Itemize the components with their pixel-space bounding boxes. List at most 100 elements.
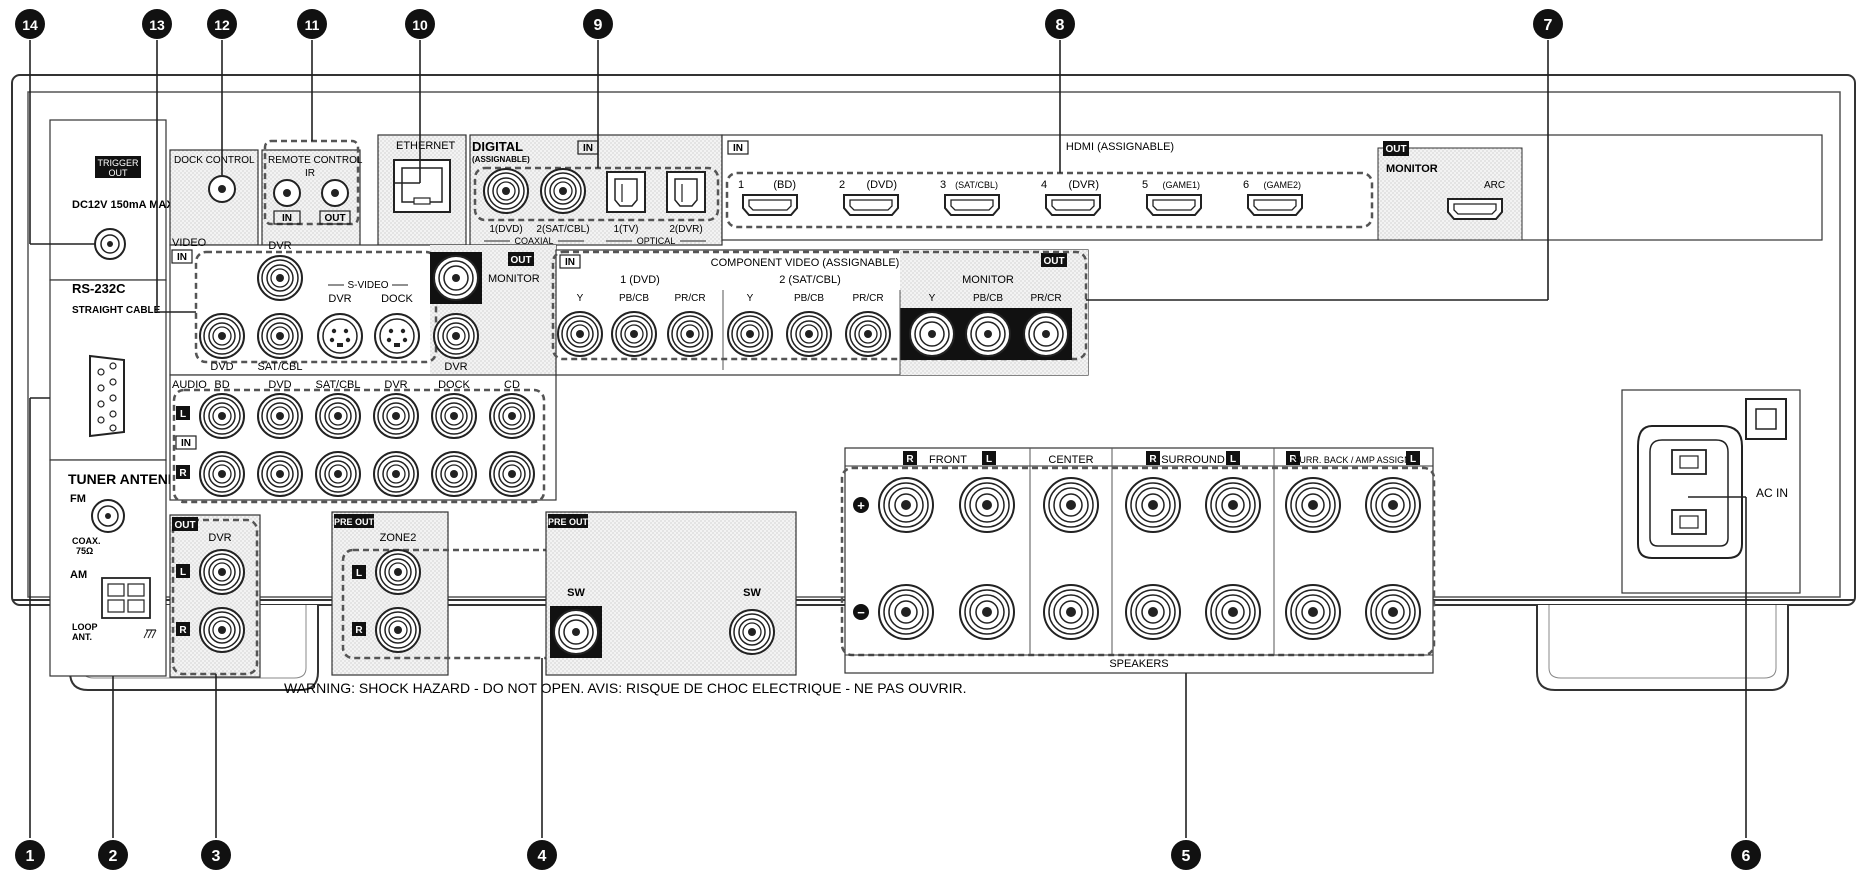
digital-jack-1-label: 1(DVD) [489,224,522,235]
hdmi-in-port-1[interactable] [742,194,798,216]
audio-bd-r-jack[interactable] [199,451,245,497]
speaker-front-r-minus-post[interactable] [878,584,934,640]
callout-1-number: 1 [26,848,35,865]
video-monitor-out-jack[interactable] [429,251,483,305]
ac-in-label: AC IN [1756,486,1788,500]
video-satcbl-label: SAT/CBL [257,361,302,373]
callout-6-disc [1731,840,1761,870]
digital-optical-2-jack[interactable] [666,171,706,213]
speaker-surround-r-minus-post[interactable] [1125,584,1181,640]
component-monitor-y-label: Y [929,293,936,304]
speaker-sback-r-minus-post[interactable] [1285,584,1341,640]
audio-satcbl-l-jack[interactable] [315,393,361,439]
component-1-y-jack[interactable] [557,311,603,357]
speaker-sback-r-plus-post[interactable] [1285,477,1341,533]
audio-out-tag: OUT [174,520,195,531]
hdmi-in-port-4[interactable] [1045,194,1101,216]
speaker-center-plus-post[interactable] [1043,477,1099,533]
component-2-pr-jack[interactable] [845,311,891,357]
tuner-antenna-panel: TUNER ANTENNA FM COAX. 75Ω AM LOOP ANT. [49,459,188,677]
audio-cd-l-jack[interactable] [489,393,535,439]
dock-control-panel: DOCK CONTROL [169,149,259,246]
speaker-front-l-plus-post[interactable] [959,477,1015,533]
digital-in-tag: IN [583,143,593,154]
trigger-tag-1: TRIGGER [97,158,139,168]
component-1-pb-jack[interactable] [611,311,657,357]
audio-dvd-r-jack[interactable] [257,451,303,497]
video-dvr-in-jack[interactable] [257,255,303,301]
digital-optical-1-jack[interactable] [606,171,646,213]
digital-title: DIGITAL [472,139,523,154]
callout-leaders [29,40,1747,838]
audio-dvr-l-jack[interactable] [373,393,419,439]
audio-dock-l-jack[interactable] [431,393,477,439]
subwoofer-2-jack[interactable] [729,609,775,655]
svideo-dvr-jack[interactable] [317,313,363,359]
audio-dvr-r-jack[interactable] [373,451,419,497]
ethernet-label: ETHERNET [396,140,456,152]
speaker-surround-r-plus-post[interactable] [1125,477,1181,533]
zone2-l-jack[interactable] [375,549,421,595]
audio-out-r-tag: R [179,625,187,636]
speaker-front-l-minus-post[interactable] [959,584,1015,640]
hdmi-arc-label: ARC [1484,180,1505,191]
video-monitor-label: MONITOR [488,273,540,285]
audio-out-dvr-l-jack[interactable] [199,549,245,595]
callout-8-number: 8 [1056,17,1065,34]
hdmi-port-2-name: (DVD) [866,179,897,191]
component-2-pb-jack[interactable] [786,311,832,357]
speaker-sback-l-minus-post[interactable] [1365,584,1421,640]
zone2-r-jack[interactable] [375,607,421,653]
component-2-y-jack[interactable] [727,311,773,357]
digital-jack-4-label: 2(DVR) [669,224,702,235]
component-monitor-y-jack[interactable] [905,307,959,361]
video-dvd-in-jack[interactable] [199,313,245,359]
audio-bd-l-jack[interactable] [199,393,245,439]
sw2-label: SW [743,587,761,599]
front-r-tag: R [906,454,914,465]
zone2-title: ZONE2 [380,532,417,544]
component-1-pr-jack[interactable] [667,311,713,357]
component-monitor-pr-jack[interactable] [1019,307,1073,361]
speaker-surround-l-plus-post[interactable] [1205,477,1261,533]
rs232c-port[interactable] [89,354,125,438]
audio-out-dvr-r-jack[interactable] [199,607,245,653]
hdmi-in-port-3[interactable] [944,194,1000,216]
surround-label: SURROUND [1161,454,1225,466]
video-satcbl-in-jack[interactable] [257,313,303,359]
callout-11-disc [297,9,327,39]
audio-dvd-l-jack[interactable] [257,393,303,439]
speaker-surround-l-minus-post[interactable] [1205,584,1261,640]
optical-label: OPTICAL [637,236,676,246]
callout-1-disc [15,840,45,870]
hdmi-in-port-2[interactable] [843,194,899,216]
speaker-center-minus-post[interactable] [1043,584,1099,640]
component-monitor-pb-jack[interactable] [961,307,1015,361]
speaker-sback-l-plus-post[interactable] [1365,477,1421,533]
callout-2-number: 2 [109,848,118,865]
power-switch-box[interactable] [1745,398,1787,440]
callout-5-number: 5 [1182,848,1191,865]
audio-dock-r-jack[interactable] [431,451,477,497]
svideo-dock-jack[interactable] [374,313,420,359]
audio-out-panel: OUT DVR L R [169,514,261,678]
speaker-front-r-plus-post[interactable] [878,477,934,533]
digital-coaxial-1-jack[interactable] [483,168,529,214]
hdmi-in-port-6[interactable] [1247,194,1303,216]
digital-audio-panel: DIGITAL (ASSIGNABLE) IN 1(DVD) 2(SAT/CBL… [469,134,723,246]
hdmi-monitor-out-port[interactable] [1447,198,1503,220]
audio-satcbl-r-jack[interactable] [315,451,361,497]
remote-ir-label: IR [305,168,315,179]
front-label: FRONT [929,454,967,466]
audio-l-tag: L [180,409,186,420]
coaxial-label: COAXIAL [514,236,553,246]
subwoofer-1-jack[interactable] [549,605,603,659]
digital-sub: (ASSIGNABLE) [472,155,530,164]
remote-out-tag: OUT [324,213,345,224]
hdmi-in-port-5[interactable] [1146,194,1202,216]
svideo-label: S-VIDEO [347,280,388,291]
component-in-tag: IN [565,257,575,268]
digital-coaxial-2-jack[interactable] [540,168,586,214]
audio-cd-r-jack[interactable] [489,451,535,497]
video-dvr-out-jack[interactable] [433,313,479,359]
